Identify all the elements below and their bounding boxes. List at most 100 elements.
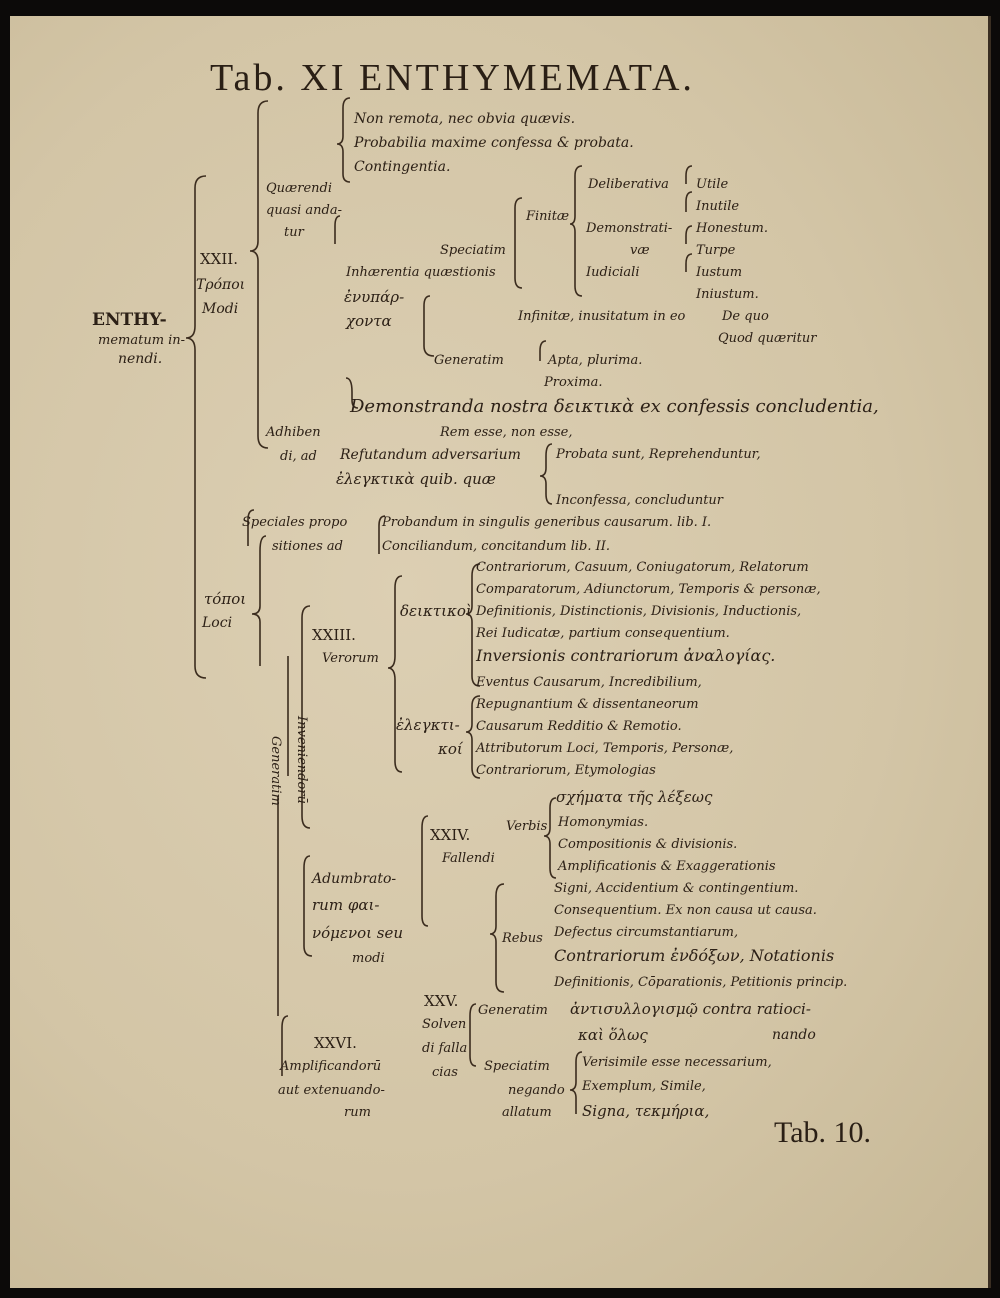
inhaerentia-1: Inhærentia quæstionis [346,265,496,280]
quaerendi-3: tur [284,225,304,240]
q-item-2: Probabilia maxime confessa & probata. [354,135,634,151]
sol-speciatim-1: Speciatim [484,1059,550,1074]
deik-item-2: Comparatorum, Adiunctorum, Temporis & pe… [476,582,821,597]
conciliandum-line: Conciliandum, concitandum lib. II. [382,539,611,554]
q-item-3: Contingentia. [354,159,451,175]
fallendi-label: Fallendi [442,851,495,866]
speciatim-items-brace [569,1051,583,1114]
de-quo: De quo [722,309,769,324]
elenk-item-4: Contrariorum, Etymologias [476,763,656,778]
speciales-1: Speciales propo [242,515,348,530]
elenktikoi-brace [465,695,481,779]
solvendi-brace [469,1003,477,1067]
adumbratorum-brace [303,855,313,957]
sol-item-3: Signa, τεκμήρια, [582,1102,710,1120]
refutandum-label: Refutandum adversarium [340,447,521,463]
inhaerentia-3: χοντα [346,312,392,330]
finitae-brace [569,165,583,297]
xxvi-1: Amplificandorū [280,1059,382,1074]
reb-item-1: Signi, Accidentium & contingentium. [554,881,799,896]
bracket-lines [185,97,693,1114]
nando: nando [772,1027,816,1043]
deik-item-5: Inversionis contrariorum ἀναλογίας. [476,646,776,665]
sol-speciatim-2: negando [508,1083,565,1098]
speciales-2: sitiones ad [272,539,343,554]
root-label-1: ENTHY- [92,310,167,330]
demonstrativa-1: Demonstrati- [586,221,673,236]
sol-item-2: Exemplum, Simile, [582,1079,706,1094]
adhibendi-2: di, ad [280,449,317,464]
solvendi-1: Solven [422,1017,467,1032]
deiktikoi-brace [465,563,481,687]
elenk-item-2: Causarum Redditio & Remotio. [476,719,682,734]
elenk-item-3: Attributorum Loci, Temporis, Personæ, [476,741,734,756]
xxiv-number: XXIV. [430,826,471,844]
deik-item-1: Contrariorum, Casuum, Coniugatorum, Rela… [476,560,809,575]
dem-item-turpe: Turpe [696,243,736,258]
verorum-label: Verorum [322,651,379,666]
quaerendi-lower-brace [334,215,341,244]
book-page: Tab. XI ENTHYMEMATA. ENTHY- mematum in- … [10,16,991,1288]
dem-item-honestum: Honestum. [696,221,768,236]
deik-item-3: Definitionis, Distinctionis, Divisionis,… [476,604,802,619]
fallendi-brace [421,815,429,927]
rebus-brace [489,883,505,993]
modi-latin: Modi [202,301,239,317]
dem-item-utile: Utile [696,177,729,192]
adumbratorum-1: Adumbrato- [312,871,397,887]
solvendi-2: di falla [422,1041,468,1056]
rem-esse: Rem esse, non esse, [440,425,573,440]
adumbratorum-3: νόμενοι seu [312,924,403,942]
kai-holos: καὶ ὅλως [578,1026,648,1044]
quaerendi-1: Quærendi [266,181,333,196]
gen-item-1: Apta, plurima. [548,353,643,368]
xxv-number: XXV. [424,992,459,1010]
xxvi-number: XXVI. [314,1034,357,1052]
generatim-label: Generatim [434,353,504,368]
root-brace [185,175,207,679]
xxvi-2: aut extenuando- [278,1083,385,1098]
loci-latin: Loci [202,615,233,631]
finitae-label: Finitæ [526,209,570,224]
quaerendi-brace [336,97,351,183]
inveniendorum-brace [301,605,311,829]
deik-item-6: Eventus Causarum, Incredibilium, [476,675,702,690]
elenktikoi-2: κοί [438,740,463,758]
gen-item-2: Proxima. [544,375,603,390]
adhibendi-1: Adhiben [266,425,321,440]
adhibendi-brace [345,377,359,409]
sol-generatim: Generatim [478,1003,548,1018]
xxvi-3: rum [344,1105,371,1120]
modi-greek: Τρόποι [196,277,246,293]
quaerendi-2: quasi anda- [266,203,342,218]
speciales-brace [247,509,255,546]
verb-item-1: Homonymias. [558,815,649,830]
quod-quaeritur: Quod quæritur [718,331,817,346]
xxvi-brace [281,1015,289,1076]
inhaerentia-2: ἐνυπάρ- [344,288,405,306]
schemata-label: σχήματα τῆς λέξεως [556,788,713,806]
loci-brace [251,535,267,666]
refutandum-brace [539,443,553,505]
xxiii-number: XXIII. [312,626,356,644]
topoi-greek: τόποι [204,590,247,608]
probandum-line: Probandum in singulis generibus causarum… [382,515,712,530]
generatim-vertical [277,656,289,1016]
q-item-1: Non remota, nec obvia quævis. [354,111,576,127]
root-label-2: mematum in- [98,333,186,348]
generatim-vertical-label: Generatim [268,736,283,806]
reb-item-3: Defectus circumstantiarum, [554,925,739,940]
generatim-brace [539,340,547,361]
speciatim-label: Speciatim [440,243,506,258]
solvendi-3: cias [432,1065,458,1080]
modi-number: XXII. [200,250,238,268]
rebus-label: Rebus [502,931,543,946]
verb-item-2: Compositionis & divisionis. [558,837,738,852]
inveniendorum-vertical: Inveniendorū [294,716,309,804]
verorum-brace [387,575,403,773]
reb-item-4: Contrariorum ἐνδόξων, Notationis [554,946,835,965]
page-footer: Tab. 10. [774,1116,872,1149]
sol-speciatim-3: allatum [502,1105,552,1120]
probandum-brace [378,515,386,554]
ref-item-2: Inconfessa, concluduntur [556,493,724,508]
